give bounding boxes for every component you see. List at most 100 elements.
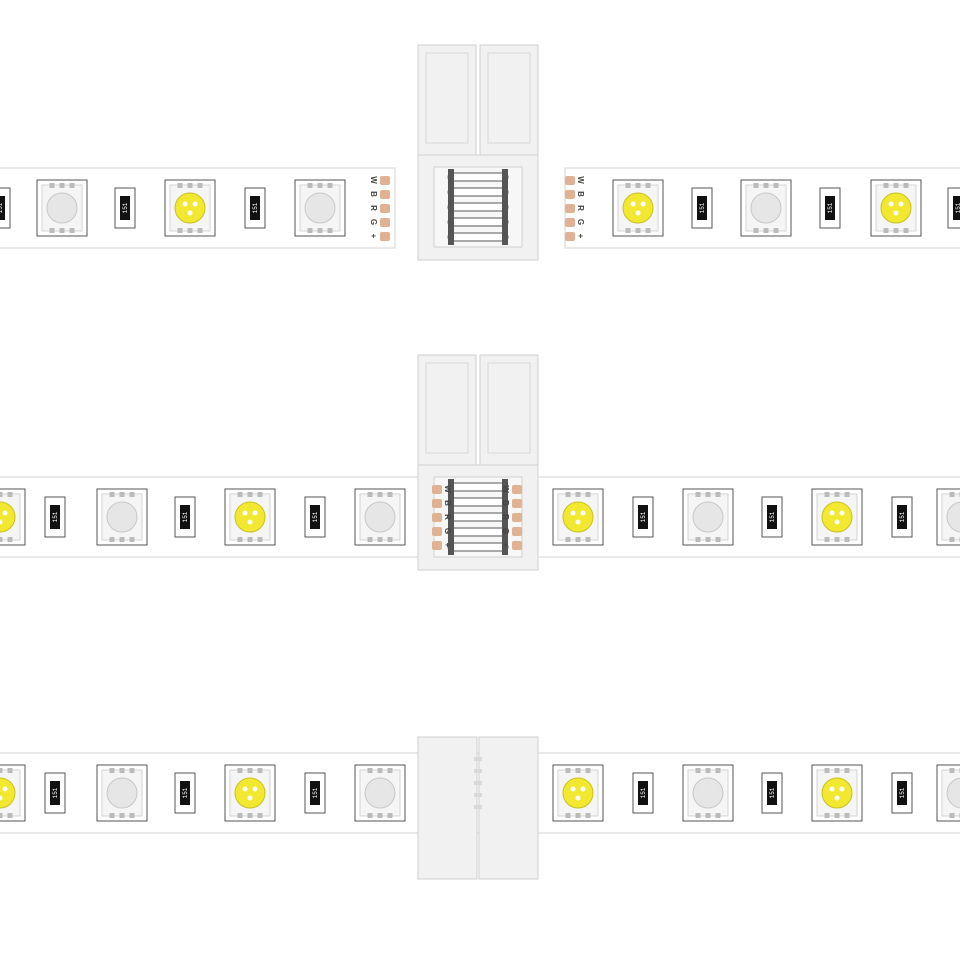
led-lens xyxy=(174,192,206,224)
led-pin xyxy=(119,813,125,818)
led-pin xyxy=(129,492,135,497)
led-rgb-icon xyxy=(96,764,148,822)
led-die xyxy=(575,795,581,801)
led-pin xyxy=(903,228,909,233)
copper-pad xyxy=(565,190,575,199)
resistor-icon: 151 xyxy=(304,496,326,538)
led-die xyxy=(2,510,8,516)
led-die xyxy=(834,519,840,525)
led-lens xyxy=(106,501,138,533)
led-pin xyxy=(949,492,955,497)
led-rgb-icon xyxy=(36,179,88,237)
led-pin xyxy=(565,813,571,818)
led-pin xyxy=(834,813,840,818)
pad-label: B xyxy=(369,191,378,197)
led-pin xyxy=(257,492,263,497)
led-pin xyxy=(705,813,711,818)
resistor-body xyxy=(897,781,907,805)
resistor-code: 151 xyxy=(899,787,906,798)
resistor-body xyxy=(767,781,777,805)
led-pin xyxy=(715,768,721,773)
led-pin xyxy=(834,768,840,773)
led-die xyxy=(252,786,258,792)
led-die xyxy=(187,210,193,216)
resistor-icon: 151 xyxy=(44,496,66,538)
resistor-icon: 151 xyxy=(632,772,654,814)
resistor-code: 151 xyxy=(827,202,834,213)
led-pin xyxy=(695,768,701,773)
copper-pad xyxy=(432,527,442,536)
resistor-body xyxy=(180,781,190,805)
led-pin xyxy=(237,813,243,818)
resistor-code: 151 xyxy=(769,787,776,798)
resistor-body xyxy=(250,196,260,220)
led-die xyxy=(0,795,3,801)
contact-blade xyxy=(448,479,454,555)
resistor-body xyxy=(0,196,5,220)
metal-contact xyxy=(447,497,509,507)
led-pin xyxy=(844,492,850,497)
led-pin xyxy=(387,537,393,542)
led-pin xyxy=(705,492,711,497)
resistor-icon: 151 xyxy=(947,187,960,229)
led-pin xyxy=(565,492,571,497)
led-pin xyxy=(844,813,850,818)
led-pin xyxy=(773,228,779,233)
led-white-icon xyxy=(811,764,863,822)
led-lens xyxy=(821,501,853,533)
resistor-body xyxy=(897,505,907,529)
led-pin xyxy=(7,768,13,773)
resistor-code: 151 xyxy=(640,787,647,798)
copper-pad xyxy=(432,499,442,508)
resistor-code: 151 xyxy=(182,787,189,798)
metal-contact xyxy=(447,202,509,212)
led-pin xyxy=(625,228,631,233)
led-die xyxy=(247,795,253,801)
led-pin xyxy=(625,183,631,188)
pad-label: G xyxy=(501,528,510,534)
led-white-icon xyxy=(552,764,604,822)
led-die xyxy=(192,201,198,207)
led-lens xyxy=(304,192,336,224)
led-lens xyxy=(692,777,724,809)
led-die xyxy=(570,510,576,516)
resistor-body xyxy=(50,505,60,529)
led-pin xyxy=(69,228,75,233)
led-lens xyxy=(0,501,16,533)
led-die xyxy=(2,786,8,792)
pad-label: G xyxy=(576,219,585,225)
copper-pad xyxy=(565,176,575,185)
copper-pad xyxy=(512,513,522,522)
led-rgb-icon xyxy=(96,488,148,546)
led-pin xyxy=(834,537,840,542)
led-die xyxy=(839,510,845,516)
copper-pad xyxy=(512,541,522,550)
led-pin xyxy=(59,228,65,233)
led-pin xyxy=(0,768,3,773)
led-pin xyxy=(705,768,711,773)
lid-slot xyxy=(474,781,482,785)
lid-detail xyxy=(487,52,531,144)
led-pin xyxy=(585,768,591,773)
led-pin xyxy=(109,768,115,773)
led-lens xyxy=(46,192,78,224)
pad-label: + xyxy=(443,543,452,548)
resistor-code: 151 xyxy=(182,511,189,522)
led-pin xyxy=(844,537,850,542)
led-white-icon xyxy=(164,179,216,237)
led-pin xyxy=(257,537,263,542)
led-pin xyxy=(575,537,581,542)
led-pin xyxy=(247,537,253,542)
led-die xyxy=(570,786,576,792)
led-pin xyxy=(7,813,13,818)
resistor-icon: 151 xyxy=(174,772,196,814)
led-die xyxy=(580,786,586,792)
led-pin xyxy=(844,768,850,773)
led-pin xyxy=(317,183,323,188)
led-pin xyxy=(377,537,383,542)
metal-contact xyxy=(447,187,509,197)
copper-pad xyxy=(512,485,522,494)
led-rgb-icon xyxy=(936,764,960,822)
contact-blade xyxy=(502,479,508,555)
